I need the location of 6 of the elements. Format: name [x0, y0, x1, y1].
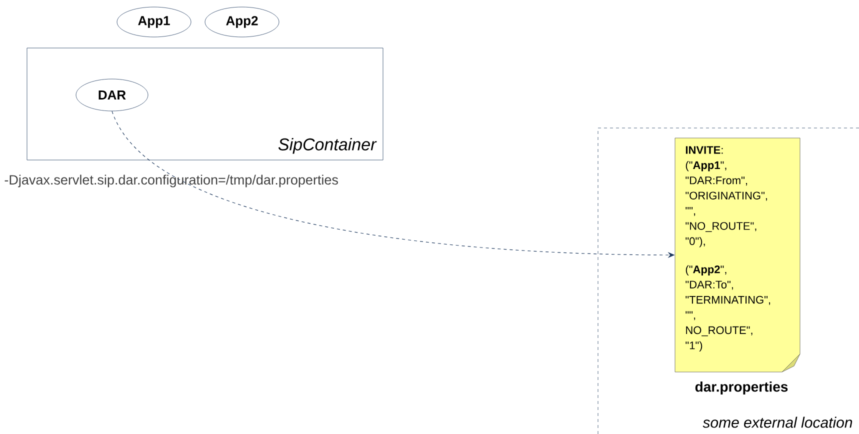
ellipse-node: App1 — [116, 6, 192, 38]
property-text: -Djavax.servlet.sip.dar.configuration=/tmp/dar.properties — [4, 174, 338, 188]
node-label: dar.properties — [695, 381, 788, 395]
ellipse-node: DAR — [76, 78, 148, 112]
document-note: INVITE: ("App1", "DAR:From", "ORIGINATING", "", "NO_ROUTE", "0"), ("App2", "DAR:To", "TERMINATING", "", NO_ROUTE", "1") — [674, 138, 800, 372]
ellipse-node: App2 — [204, 6, 280, 38]
